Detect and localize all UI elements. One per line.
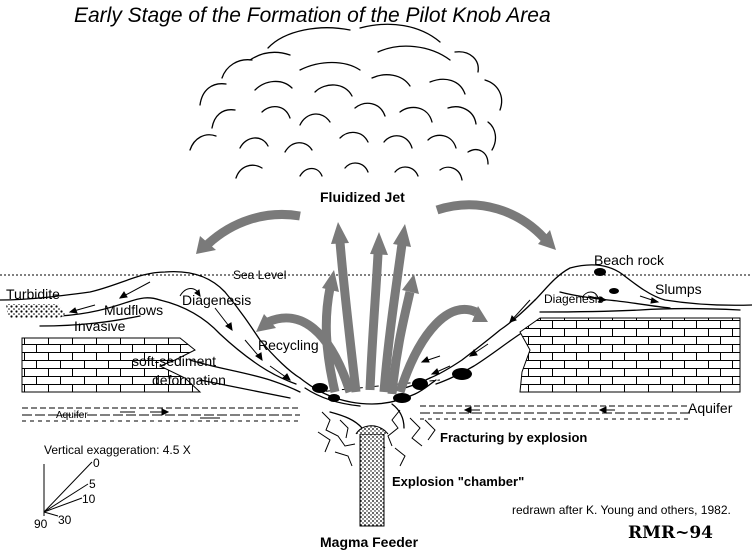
tick-0: 0: [93, 456, 100, 470]
eruption-cloud: [189, 23, 503, 181]
tick-5: 5: [89, 477, 96, 491]
sea-level-label: Sea Level: [233, 268, 286, 282]
diagenesis-right-label: Diagenesis: [544, 292, 603, 306]
mudflows-label: Mudflows: [104, 302, 163, 318]
vertical-exaggeration-label: Vertical exaggeration: 4.5 X: [44, 443, 191, 457]
magma-feeder-label: Magma Feeder: [320, 534, 419, 550]
sediment-flow-arrows: [68, 281, 660, 416]
credit-text: redrawn after K. Young and others, 1982.: [512, 503, 731, 517]
explosion-fractures: [317, 409, 436, 467]
fluidized-jet-label: Fluidized Jet: [320, 189, 405, 205]
tick-30: 30: [58, 513, 72, 527]
magma-feeder: [359, 433, 385, 527]
recycling-label: Recycling: [258, 337, 319, 353]
turbidite-deposit: [6, 304, 66, 318]
signature: RMR~94: [628, 523, 713, 543]
exaggeration-fan: [43, 461, 93, 517]
beach-rock-label: Beach rock: [594, 252, 665, 268]
explosion-chamber-label: Explosion "chamber": [392, 474, 524, 489]
left-aquifer-label: Aquifer: [56, 410, 88, 421]
left-aquifer: [22, 407, 300, 422]
tick-90: 90: [34, 517, 48, 531]
left-sediment-layers: [0, 270, 301, 399]
ejecta-blocks: [312, 268, 619, 403]
fracturing-label: Fracturing by explosion: [440, 430, 587, 445]
slumps-label: Slumps: [655, 281, 702, 297]
jet-arrows: [196, 200, 556, 395]
right-aquifer: [420, 405, 690, 420]
diagenesis-left-label: Diagenesis: [182, 292, 251, 308]
explosion-chamber: [355, 425, 389, 435]
right-sediment-layers: [391, 264, 752, 393]
deformation-label: deformation: [152, 372, 226, 388]
soft-sediment-label: soft-sediment: [132, 353, 216, 369]
right-limestone-block: [519, 317, 741, 393]
left-limestone-block: [21, 337, 202, 393]
tick-10: 10: [82, 492, 96, 506]
right-aquifer-label: Aquifer: [688, 400, 733, 416]
invasive-label: Invasive: [74, 318, 126, 334]
turbidite-label: Turbidite: [6, 286, 60, 302]
diagram-title: Early Stage of the Formation of the Pilo…: [74, 4, 551, 27]
